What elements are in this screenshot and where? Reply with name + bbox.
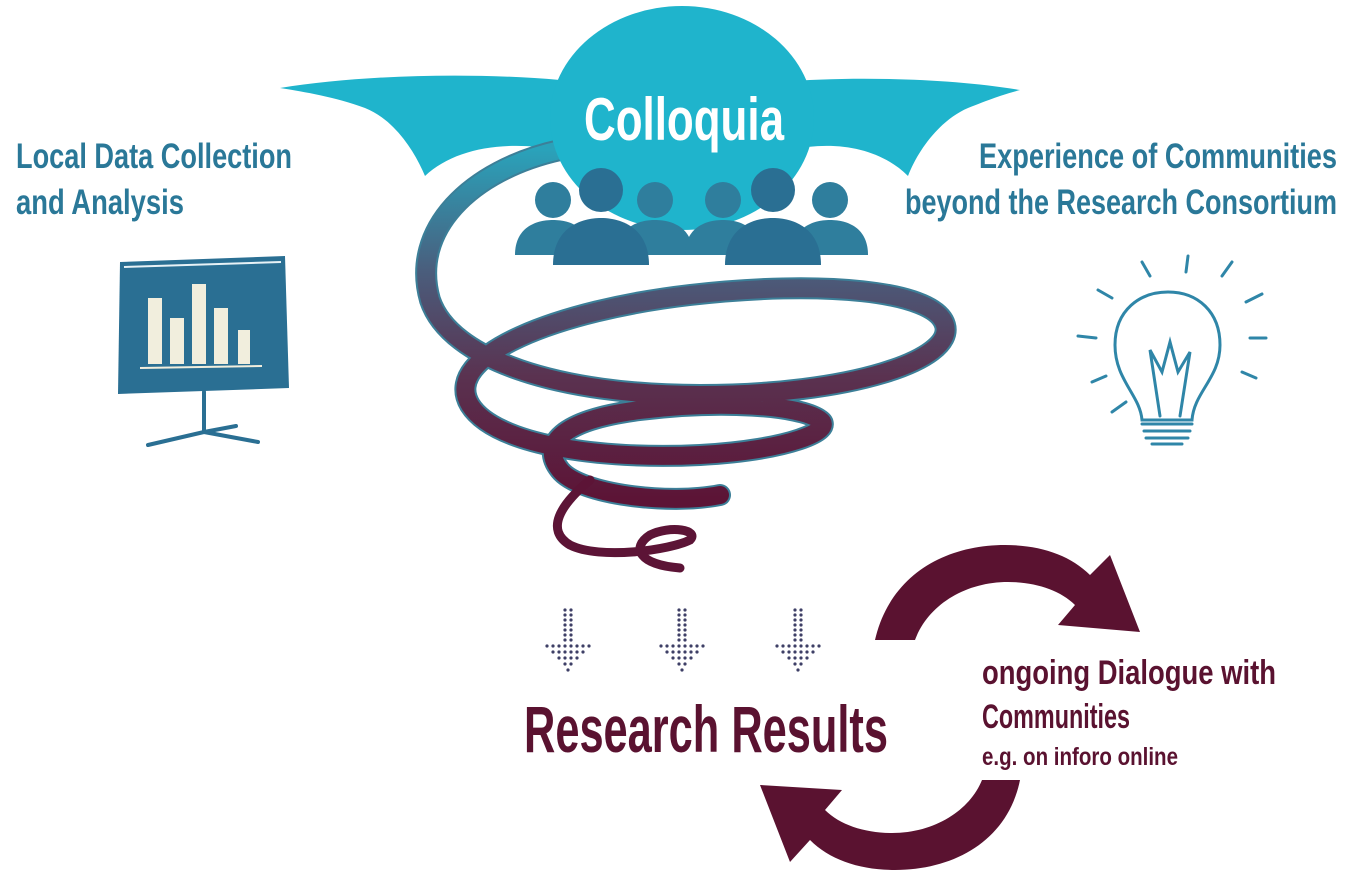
experience-line2: beyond the Research Consortium [905,183,1337,222]
presentation-board-icon [118,256,289,447]
spiral-funnel [415,139,957,573]
dialogue-line3: e.g. on inforo online [982,743,1178,771]
dialogue-line1: ongoing Dialogue with [982,654,1276,692]
local-data-label: Local Data Collection and Analysis [16,137,292,222]
local-data-line2: and Analysis [16,183,184,222]
research-results-title: Research Results [524,692,888,766]
experience-label: Experience of Communities beyond the Res… [905,137,1337,222]
dialogue-label: ongoing Dialogue with Communities e.g. o… [982,654,1276,771]
colloquia-banner [280,75,1020,176]
colloquia-title: Colloquia [584,86,784,153]
experience-line1: Experience of Communities [979,137,1337,176]
people-group-icon [515,168,868,265]
lightbulb-icon [1076,254,1268,446]
dotted-down-arrow-icon [545,608,821,672]
local-data-line1: Local Data Collection [16,137,292,176]
dialogue-line2: Communities [982,698,1130,736]
cycle-arrows-icon [760,545,1140,870]
